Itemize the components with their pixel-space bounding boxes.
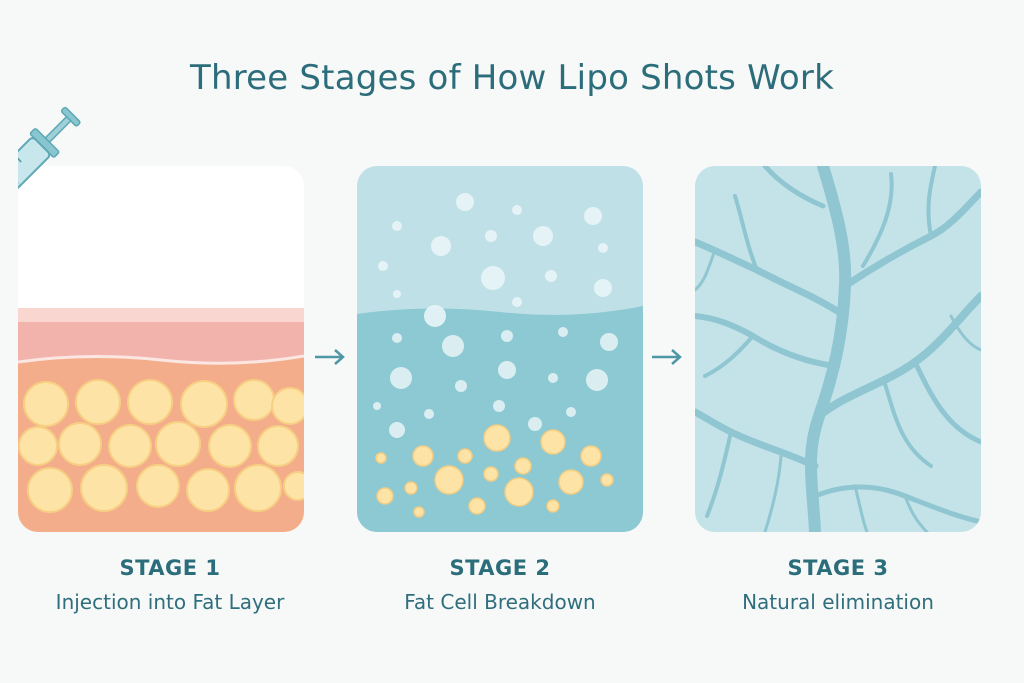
stage-2-title: STAGE 2 <box>449 556 551 580</box>
stage-1-caption: STAGE 1 Injection into Fat Layer <box>10 556 330 614</box>
stage-1-description: Injection into Fat Layer <box>55 590 285 614</box>
stage-2-illustration <box>357 166 643 532</box>
syringe-icon <box>18 106 81 240</box>
arrow-right-icon <box>652 349 682 365</box>
stage-2-description: Fat Cell Breakdown <box>404 590 596 614</box>
page-title: Three Stages of How Lipo Shots Work <box>190 58 834 98</box>
stage-3-illustration <box>695 166 981 532</box>
stage-3-title: STAGE 3 <box>787 556 889 580</box>
arrow-right-icon <box>315 349 345 365</box>
stage-1-title: STAGE 1 <box>119 556 221 580</box>
stage-3-caption: STAGE 3 Natural elimination <box>678 556 998 614</box>
stage-2-caption: STAGE 2 Fat Cell Breakdown <box>340 556 660 614</box>
stage-3-description: Natural elimination <box>742 590 934 614</box>
stage-1-illustration <box>18 166 304 532</box>
